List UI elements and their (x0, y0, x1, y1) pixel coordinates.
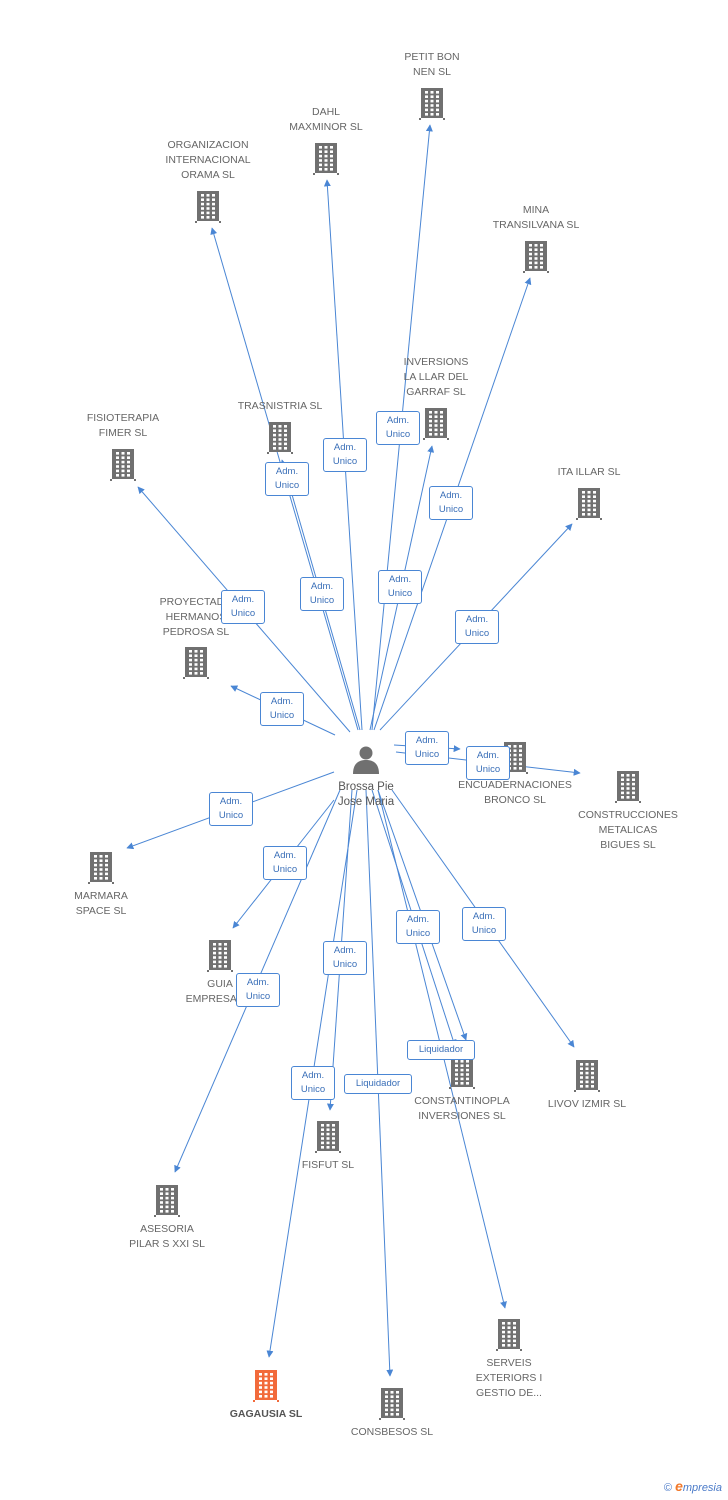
building-icon[interactable] (417, 86, 447, 125)
building-icon[interactable] (494, 1317, 524, 1356)
company-label-ita-illar[interactable]: ITA ILLAR SL (557, 466, 621, 478)
relation-label-consbesos[interactable]: Liquidador (344, 1074, 412, 1094)
building-icon[interactable] (86, 850, 116, 889)
relation-label-constantinopla[interactable]: Liquidador (407, 1040, 475, 1060)
company-label-serveis-exteriors[interactable]: SERVEIS EXTERIORS I GESTIO DE... (475, 1357, 543, 1399)
relation-label-fisfut[interactable]: Adm. Unico (323, 941, 367, 975)
building-icon[interactable] (193, 189, 223, 228)
building-icon[interactable] (574, 486, 604, 525)
relation-label-ita-illar[interactable]: Adm. Unico (455, 610, 499, 644)
company-label-consbesos[interactable]: CONSBESOS SL (350, 1426, 434, 1438)
building-icon[interactable] (613, 769, 643, 808)
company-label-encuadernaciones-bronco[interactable]: ENCUADERNACIONES BRONCO SL (458, 779, 572, 806)
company-label-proyectado-hermanos[interactable]: PROYECTADO HERMANOS PEDROSA SL (159, 596, 233, 638)
company-label-mina-transilvana[interactable]: MINA TRANSILVANA SL (492, 204, 580, 231)
company-label-fisfut[interactable]: FISFUT SL (301, 1159, 355, 1171)
company-label-constantinopla[interactable]: CONSTANTINOPLA INVERSIONES SL (414, 1095, 510, 1122)
company-label-dahl-maxminor[interactable]: DAHL MAXMINOR SL (289, 106, 363, 133)
company-label-petit-bon-nen[interactable]: PETIT BON NEN SL (404, 51, 460, 78)
building-icon[interactable] (421, 406, 451, 445)
relation-label-organizacion-internacional-orama[interactable]: Adm. Unico (265, 462, 309, 496)
copyright-symbol: © (663, 1482, 673, 1494)
relation-label-encuadernaciones-bronco[interactable]: Adm. Unico (405, 731, 449, 765)
building-icon[interactable] (313, 1119, 343, 1158)
company-label-inversions-la-llar[interactable]: INVERSIONS LA LLAR DEL GARRAF SL (403, 356, 469, 398)
building-icon[interactable] (377, 1386, 407, 1425)
relation-label-proyectado-hermanos[interactable]: Adm. Unico (260, 692, 304, 726)
relation-label-guia-empresaria[interactable]: Adm. Unico (263, 846, 307, 880)
relation-label-mina-transilvana[interactable]: Adm. Unico (429, 486, 473, 520)
company-label-fisioterapia-fimer[interactable]: FISIOTERAPIA FIMER SL (86, 412, 160, 439)
building-icon[interactable] (447, 1055, 477, 1094)
building-icon[interactable] (572, 1058, 602, 1097)
relation-label-construcciones-metalicas[interactable]: Adm. Unico (466, 746, 510, 780)
company-label-construcciones-metalicas[interactable]: CONSTRUCCIONES METALICAS BIGUES SL (578, 809, 678, 851)
relation-label-marmara-space[interactable]: Adm. Unico (209, 792, 253, 826)
empresia-logo-text: mpresia (682, 1482, 722, 1494)
building-icon[interactable] (251, 1368, 281, 1407)
person-icon[interactable] (351, 744, 381, 779)
building-icon[interactable] (205, 938, 235, 977)
company-label-trasnistria[interactable]: TRASNISTRIA SL (237, 400, 323, 412)
relation-label-fisioterapia-fimer[interactable]: Adm. Unico (221, 590, 265, 624)
person-name[interactable]: Brossa Pie Jose Maria (337, 781, 395, 808)
relation-label-asesoria-pilar[interactable]: Adm. Unico (236, 973, 280, 1007)
building-icon[interactable] (265, 420, 295, 459)
relation-label-gagausia[interactable]: Adm. Unico (291, 1066, 335, 1100)
building-icon[interactable] (152, 1183, 182, 1222)
relation-label-trasnistria[interactable]: Adm. Unico (300, 577, 344, 611)
company-label-asesoria-pilar[interactable]: ASESORIA PILAR S XXI SL (129, 1223, 205, 1250)
relation-label-petit-bon-nen[interactable]: Adm. Unico (376, 411, 420, 445)
company-label-marmara-space[interactable]: MARMARA SPACE SL (74, 890, 128, 917)
relation-label-livov-izmir[interactable]: Adm. Unico (462, 907, 506, 941)
relation-label-dahl-maxminor[interactable]: Adm. Unico (323, 438, 367, 472)
company-label-gagausia[interactable]: GAGAUSIA SL (229, 1408, 303, 1420)
relation-label-constantinopla[interactable]: Adm. Unico (396, 910, 440, 944)
relation-label-inversions-la-llar[interactable]: Adm. Unico (378, 570, 422, 604)
building-icon[interactable] (108, 447, 138, 486)
footer-brand: © empresia (664, 1478, 722, 1494)
building-icon[interactable] (521, 239, 551, 278)
empresia-logo-initial: e (675, 1478, 683, 1494)
building-icon[interactable] (181, 645, 211, 684)
company-label-livov-izmir[interactable]: LIVOV IZMIR SL (547, 1098, 627, 1110)
building-icon[interactable] (311, 141, 341, 180)
company-label-organizacion-internacional-orama[interactable]: ORGANIZACION INTERNACIONAL ORAMA SL (165, 139, 251, 181)
